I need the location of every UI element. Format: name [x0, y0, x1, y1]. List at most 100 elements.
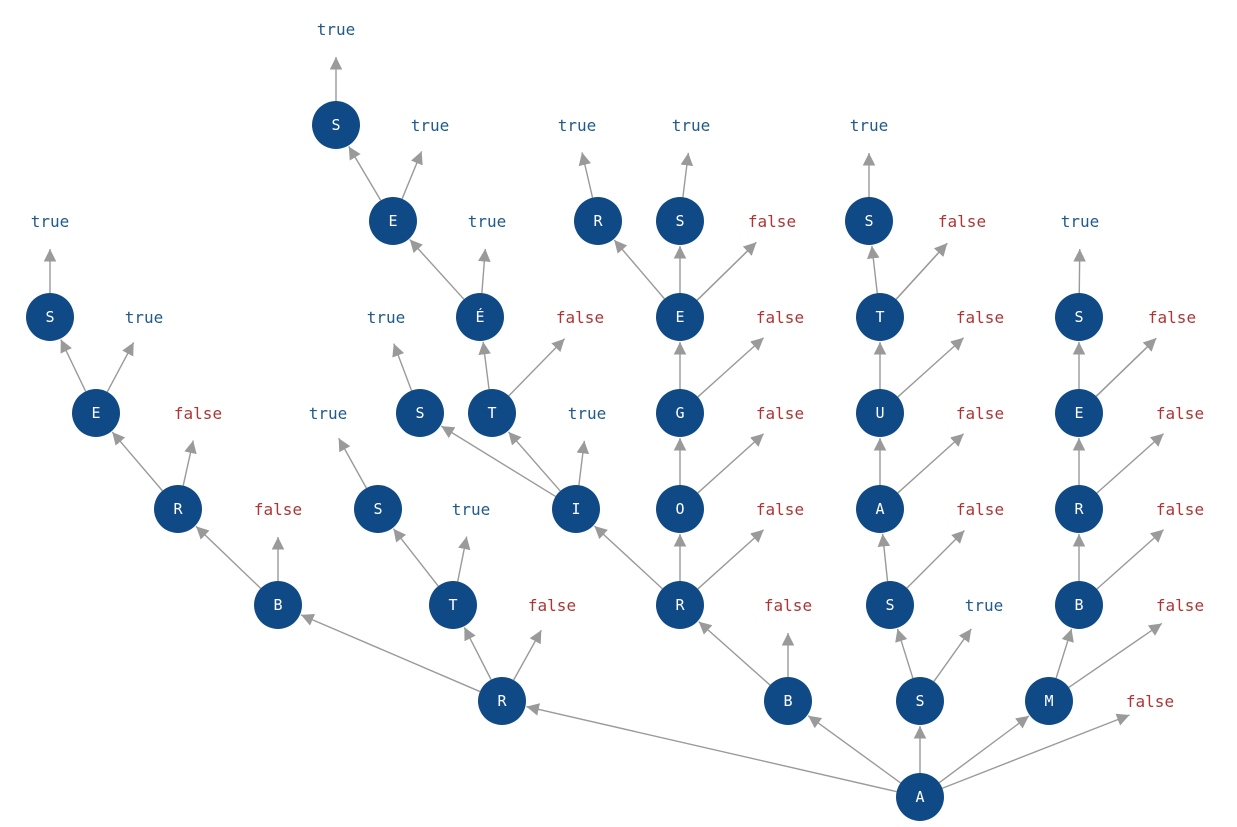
node-circle — [396, 389, 444, 437]
edge-n_BRITE-l_BRITE — [478, 248, 491, 294]
node-label: E — [675, 308, 684, 326]
leaf-label-false: false — [254, 500, 302, 519]
edge-n_BROGES-l_BROGES — [680, 152, 694, 198]
edge-n_BRI-l_BRI — [576, 440, 590, 486]
node-label: U — [875, 404, 884, 422]
trie-node: R — [154, 485, 202, 533]
trie-node: É — [456, 293, 504, 341]
node-circle — [456, 293, 504, 341]
node-label: A — [875, 500, 884, 518]
trie-node: E — [656, 293, 704, 341]
edge-n_M-n_MB — [1055, 628, 1074, 679]
node-label: T — [487, 404, 496, 422]
node-label: S — [675, 212, 684, 230]
edge-n_S-n_SS — [895, 628, 914, 679]
node-circle — [72, 389, 120, 437]
edge-n_BRI-n_BRIS — [440, 425, 556, 498]
leaf-label-false: false — [956, 500, 1004, 519]
node-label: R — [173, 500, 183, 518]
edge-root-n_B — [807, 715, 902, 784]
node-circle — [468, 389, 516, 437]
node-label: E — [388, 212, 397, 230]
node-circle — [574, 197, 622, 245]
node-label: S — [885, 596, 894, 614]
node-circle — [856, 485, 904, 533]
node-circle — [478, 677, 526, 725]
trie-node: S — [396, 389, 444, 437]
edge-n_RBR-n_RBRE — [111, 431, 163, 492]
node-label: S — [864, 212, 873, 230]
edge-n_MBRE-l_MBREE — [1095, 337, 1157, 397]
leaf-label-false: false — [528, 596, 576, 615]
node-circle — [1055, 389, 1103, 437]
leaf-label-false: false — [1156, 404, 1204, 423]
node-circle — [896, 677, 944, 725]
trie-node: S — [845, 197, 893, 245]
node-label: E — [91, 404, 100, 422]
trie-node: B — [254, 581, 302, 629]
node-circle — [856, 293, 904, 341]
node-circle — [312, 101, 360, 149]
node-label: É — [475, 307, 484, 326]
leaf-label-true: true — [31, 212, 70, 231]
edge-n_R-l_R — [513, 629, 542, 681]
leaf-label-true: true — [672, 116, 711, 135]
node-label: S — [415, 404, 424, 422]
leaves-layer: false false false true false false true false tr… — [31, 20, 1204, 711]
edge-n_RBRE-l_RBRE — [106, 342, 135, 393]
leaf-label-true: true — [452, 500, 491, 519]
trie-node: S — [26, 293, 74, 341]
edge-n_RB-n_RBR — [195, 525, 262, 589]
trie-node: R — [478, 677, 526, 725]
edge-n_RTS-l_RTS — [338, 437, 367, 489]
trie-node: S — [354, 485, 402, 533]
leaf-label-true: true — [309, 404, 348, 423]
trie-node: A — [896, 773, 944, 821]
node-circle — [764, 677, 812, 725]
edge-n_R-n_RB — [300, 614, 481, 693]
node-circle — [856, 389, 904, 437]
node-label: I — [571, 500, 580, 518]
node-label: M — [1044, 692, 1053, 710]
edge-n_RT-n_RTS — [392, 528, 439, 587]
edge-n_BRITEE-l_BRITEE — [401, 151, 423, 200]
edge-n_MBR-l_MBR — [1096, 433, 1165, 494]
trie-node: S — [896, 677, 944, 725]
node-circle — [254, 581, 302, 629]
edge-n_RT-l_RT — [457, 536, 471, 582]
trie-node: T — [429, 581, 477, 629]
node-label: A — [915, 788, 924, 806]
leaf-label-true: true — [558, 116, 597, 135]
trie-node: T — [856, 293, 904, 341]
node-circle — [429, 581, 477, 629]
node-label: B — [1074, 596, 1083, 614]
leaf-label-false: false — [748, 212, 796, 231]
node-circle — [656, 389, 704, 437]
leaf-label-false: false — [956, 308, 1004, 327]
node-circle — [26, 293, 74, 341]
edge-n_M-l_M — [1068, 622, 1163, 688]
edge-n_BRITE-n_BRITEE — [409, 239, 465, 300]
node-label: R — [497, 692, 507, 710]
node-label: R — [593, 212, 603, 230]
node-circle — [845, 197, 893, 245]
node-circle — [1025, 677, 1073, 725]
node-label: S — [331, 116, 340, 134]
node-circle — [1055, 581, 1103, 629]
node-circle — [656, 197, 704, 245]
edge-n_BRIT-n_BRITE — [478, 341, 491, 390]
edge-root-n_M — [938, 715, 1030, 784]
trie-node: B — [1055, 581, 1103, 629]
node-label: G — [675, 404, 684, 422]
leaf-label-true: true — [965, 596, 1004, 615]
node-circle — [552, 485, 600, 533]
edge-root-n_R — [526, 703, 897, 793]
leaf-label-true: true — [367, 308, 406, 327]
leaf-label-false: false — [756, 500, 804, 519]
node-circle — [866, 581, 914, 629]
leaf-label-true: true — [850, 116, 889, 135]
edge-n_BRITEE-n_BRITEES — [348, 146, 382, 201]
edge-n_BR-n_BRI — [593, 525, 663, 590]
